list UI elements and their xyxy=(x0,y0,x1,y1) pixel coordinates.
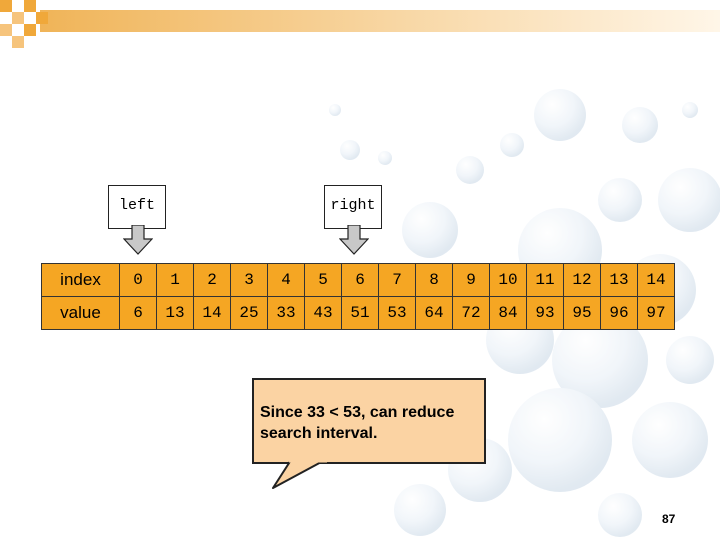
index-cell: 5 xyxy=(304,263,342,297)
value-cell: 43 xyxy=(304,296,342,330)
index-cell: 10 xyxy=(489,263,527,297)
index-cell: 2 xyxy=(193,263,231,297)
value-cell: 93 xyxy=(526,296,564,330)
value-cell: 72 xyxy=(452,296,490,330)
index-cell: 12 xyxy=(563,263,601,297)
index-cell: 7 xyxy=(378,263,416,297)
index-cell: 9 xyxy=(452,263,490,297)
value-cell: 14 xyxy=(193,296,231,330)
value-cell: 13 xyxy=(156,296,194,330)
callout-tail xyxy=(272,460,327,489)
callout-text: Since 33 < 53, can reduce search interva… xyxy=(260,404,455,442)
index-cell: 1 xyxy=(156,263,194,297)
value-cell: 97 xyxy=(637,296,675,330)
value-row-label: value xyxy=(41,296,120,330)
value-cell: 84 xyxy=(489,296,527,330)
right-pointer-label: right xyxy=(324,185,382,229)
right-pointer-arrow xyxy=(339,225,369,255)
index-cell: 14 xyxy=(637,263,675,297)
value-cell: 33 xyxy=(267,296,305,330)
value-cell: 25 xyxy=(230,296,268,330)
index-cell: 3 xyxy=(230,263,268,297)
value-cell: 96 xyxy=(600,296,638,330)
index-cell: 11 xyxy=(526,263,564,297)
index-row-label: index xyxy=(41,263,120,297)
page-number: 87 xyxy=(662,512,676,526)
value-cell: 64 xyxy=(415,296,453,330)
corner-squares xyxy=(0,0,48,48)
value-cell: 95 xyxy=(563,296,601,330)
index-cell: 6 xyxy=(341,263,379,297)
index-cell: 13 xyxy=(600,263,638,297)
index-cell: 4 xyxy=(267,263,305,297)
value-cell: 6 xyxy=(119,296,157,330)
index-cell: 8 xyxy=(415,263,453,297)
header-bar xyxy=(40,10,720,32)
left-pointer-label: left xyxy=(108,185,166,229)
left-pointer-arrow xyxy=(123,225,153,255)
index-cell: 0 xyxy=(119,263,157,297)
value-cell: 51 xyxy=(341,296,379,330)
callout-box: Since 33 < 53, can reduce search interva… xyxy=(252,378,486,464)
value-cell: 53 xyxy=(378,296,416,330)
